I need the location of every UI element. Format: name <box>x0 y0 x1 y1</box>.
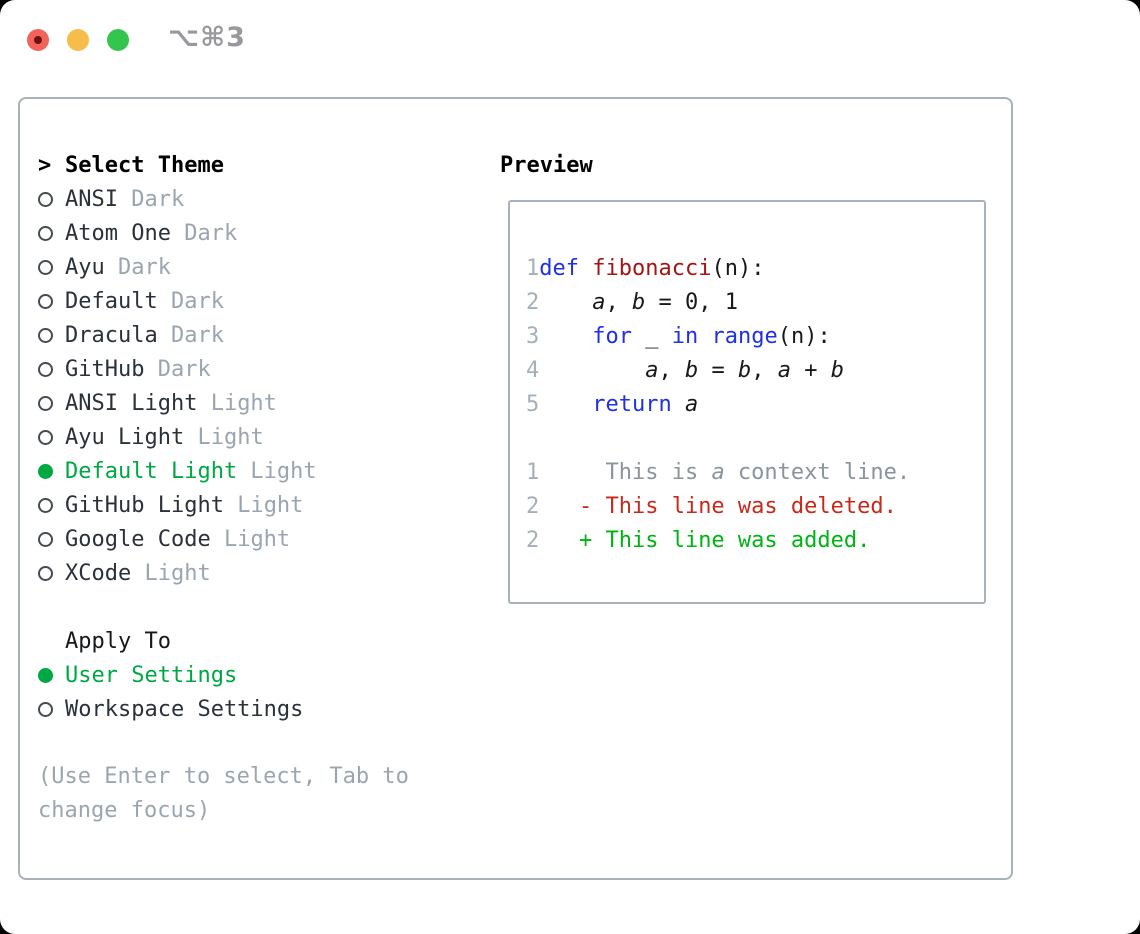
window-title: ⌥⌘3 <box>168 22 246 53</box>
line-number: 2 <box>526 527 540 553</box>
active-item-caret-icon: > <box>38 152 52 178</box>
theme-variant: Dark <box>157 322 224 348</box>
code-line: 4 a, b = b, a + b <box>526 357 844 383</box>
theme-item-ansi[interactable]: ANSI Dark <box>38 182 458 216</box>
radio-unselected-icon <box>38 293 65 309</box>
theme-name: XCode <box>65 560 132 586</box>
line-number: 2 <box>526 289 540 315</box>
radio-unselected-icon <box>38 259 65 275</box>
close-dot-icon <box>34 36 42 44</box>
theme-item-default-light[interactable]: Default Light Light <box>38 454 458 488</box>
apply-option-label: Workspace Settings <box>65 696 304 722</box>
select-theme-heading-label: Select Theme <box>65 152 224 178</box>
preview-heading: Preview <box>500 152 593 178</box>
theme-variant: Dark <box>104 254 171 280</box>
radio-unselected-icon <box>38 701 65 717</box>
diff-line-added: 2 + This line was added. <box>526 527 871 553</box>
spacer <box>38 726 458 760</box>
traffic-lights <box>27 29 129 51</box>
diff-lines: 1 This is a context line. 2 - This line w… <box>526 455 910 557</box>
theme-name: Ayu <box>65 254 105 280</box>
theme-item-default[interactable]: Default Dark <box>38 284 458 318</box>
theme-variant: Dark <box>144 356 211 382</box>
radio-selected-icon <box>38 463 65 479</box>
code-line: 5 return a <box>526 391 699 417</box>
line-number: 5 <box>526 391 540 417</box>
diff-line-deleted: 2 - This line was deleted. <box>526 493 897 519</box>
theme-name: Default <box>65 288 158 314</box>
theme-variant: Light <box>184 424 264 450</box>
theme-variant: Light <box>223 492 304 518</box>
code-lines: 1 def fibonacci(n): 2 a, b = 0, 1 3 for _ … <box>526 251 910 421</box>
theme-item-github[interactable]: GitHub Dark <box>38 352 458 386</box>
theme-variant: Dark <box>157 288 224 314</box>
theme-variant: Dark <box>170 220 238 246</box>
apply-option-label: User Settings <box>65 662 238 688</box>
theme-variant: Light <box>237 458 317 484</box>
minimize-button[interactable] <box>67 29 89 51</box>
radio-unselected-icon <box>38 327 65 343</box>
diff-line-context: 1 This is a context line. <box>526 459 911 485</box>
radio-unselected-icon <box>38 497 65 513</box>
theme-item-atom-one[interactable]: Atom One Dark <box>38 216 458 250</box>
theme-name: Ayu Light <box>65 424 185 450</box>
theme-item-google-code[interactable]: Google Code Light <box>38 522 458 556</box>
radio-unselected-icon <box>38 531 65 547</box>
theme-name: Default Light <box>65 458 238 484</box>
theme-name: ANSI <box>65 186 118 212</box>
theme-item-ansi-light[interactable]: ANSI Light Light <box>38 386 458 420</box>
line-number: 2 <box>526 493 540 519</box>
radio-unselected-icon <box>38 429 65 445</box>
theme-variant: Light <box>210 526 291 552</box>
hint-text: (Use Enter to select, Tab to change focu… <box>38 764 409 823</box>
theme-variant: Light <box>131 560 211 586</box>
radio-unselected-icon <box>38 395 65 411</box>
line-number: 1 <box>526 459 540 485</box>
apply-option-workspace-settings[interactable]: Workspace Settings <box>38 692 458 726</box>
radio-selected-icon <box>38 667 65 683</box>
code-line: 2 a, b = 0, 1 <box>526 289 738 315</box>
theme-item-ayu[interactable]: Ayu Dark <box>38 250 458 284</box>
theme-item-ayu-light[interactable]: Ayu Light Light <box>38 420 458 454</box>
theme-item-github-light[interactable]: GitHub Light Light <box>38 488 458 522</box>
apply-option-user-settings[interactable]: User Settings <box>38 658 458 692</box>
line-number: 1 <box>526 255 540 281</box>
theme-variant: Dark <box>117 186 185 212</box>
theme-name: GitHub Light <box>65 492 224 518</box>
apply-to-heading-label: Apply To <box>65 628 171 654</box>
radio-unselected-icon <box>38 565 65 581</box>
theme-variant: Light <box>197 390 277 416</box>
radio-unselected-icon <box>38 361 65 377</box>
theme-item-dracula[interactable]: Dracula Dark <box>38 318 458 352</box>
preview-box: 1 def fibonacci(n): 2 a, b = 0, 1 3 for _ … <box>508 200 986 604</box>
theme-name: Dracula <box>65 322 158 348</box>
theme-name: ANSI Light <box>65 390 198 416</box>
theme-name: Google Code <box>65 526 211 552</box>
zoom-button[interactable] <box>107 29 129 51</box>
line-number: 4 <box>526 357 540 383</box>
apply-to-heading: Apply To <box>38 624 458 658</box>
code-line: 3 for _ in range(n): <box>526 323 831 349</box>
spacer <box>38 590 458 624</box>
line-number: 3 <box>526 323 540 349</box>
close-button[interactable] <box>27 29 49 51</box>
theme-item-xcode[interactable]: XCode Light <box>38 556 458 590</box>
preview-code: 1 def fibonacci(n): 2 a, b = 0, 1 3 for _ … <box>526 251 910 557</box>
radio-unselected-icon <box>38 191 65 207</box>
code-line: 1 def fibonacci(n): <box>526 255 765 281</box>
radio-unselected-icon <box>38 225 65 241</box>
theme-name: GitHub <box>65 356 145 382</box>
select-theme-heading: > Select Theme <box>38 148 458 182</box>
theme-name: Atom One <box>65 220 171 246</box>
